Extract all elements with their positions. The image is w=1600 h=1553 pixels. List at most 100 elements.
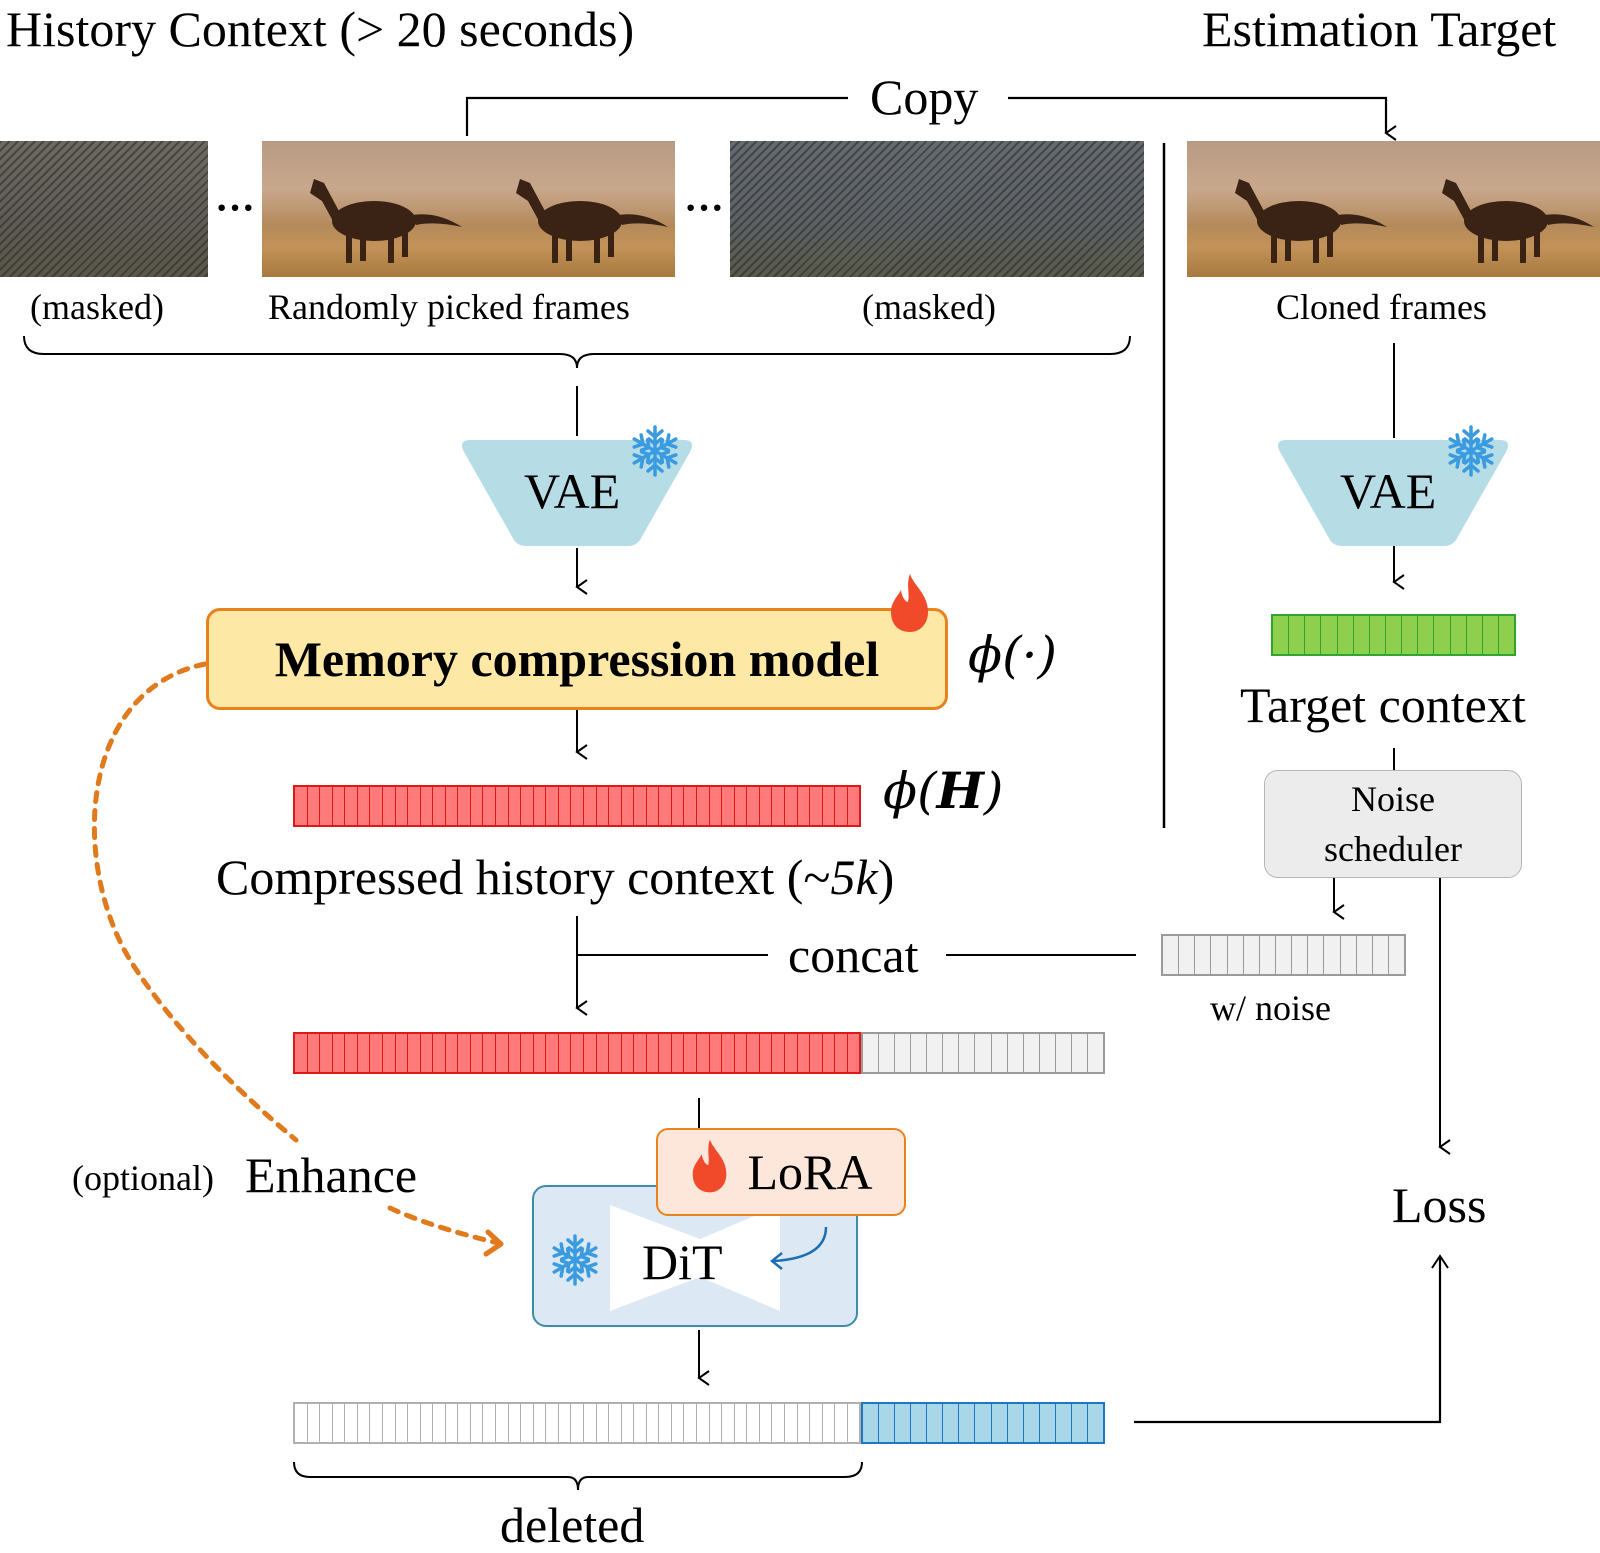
token-cell: [457, 787, 470, 825]
token-cell: [394, 1404, 408, 1442]
token-cell: [1070, 1034, 1087, 1072]
token-cell: [796, 1034, 810, 1072]
token-cell: [1417, 616, 1434, 654]
deleted-label: deleted: [500, 1497, 645, 1553]
token-cell: [1288, 616, 1305, 654]
token-cell: [878, 1404, 895, 1442]
flame-icon: [690, 1137, 730, 1207]
token-cell: [670, 1034, 684, 1072]
cloned-frame-1: [1187, 141, 1394, 277]
token-cell: [369, 1034, 382, 1072]
vae-trapezoid-shape: [1278, 440, 1508, 546]
token-cell: [1022, 1034, 1039, 1072]
token-cell: [746, 1404, 759, 1442]
token-cell: [974, 1404, 991, 1442]
token-cell: [319, 787, 332, 825]
dit-label: DiT: [642, 1234, 723, 1290]
token-cell: [319, 1034, 332, 1072]
token-cell: [1086, 1404, 1103, 1442]
token-cell: [356, 1404, 370, 1442]
noisy-target-token-bar: [1161, 934, 1406, 976]
ellipsis-left: ···: [215, 185, 256, 230]
token-cell: [1086, 1034, 1103, 1072]
token-cell: [809, 1034, 822, 1072]
cloned-frames-label: Cloned frames: [1276, 287, 1487, 327]
token-cell: [1323, 936, 1340, 974]
loss-label: Loss: [1392, 1177, 1487, 1233]
token-cell: [1307, 936, 1324, 974]
token-cell: [894, 1034, 911, 1072]
token-cell: [683, 1404, 696, 1442]
token-cell: [381, 1404, 395, 1442]
arrow-output-to-loss: [1134, 1256, 1442, 1424]
token-cell: [381, 787, 395, 825]
token-cell: [1401, 616, 1418, 654]
token-cell: [1274, 936, 1292, 974]
token-cell: [394, 1034, 408, 1072]
copy-label: Copy: [870, 69, 979, 125]
snowflake-icon: [1444, 424, 1498, 483]
token-cell: [595, 1404, 609, 1442]
token-cell: [608, 1034, 621, 1072]
token-cell: [878, 1034, 895, 1072]
token-cell: [432, 787, 445, 825]
token-cell: [974, 1034, 991, 1072]
horse-image-icon: [516, 179, 668, 263]
token-cell: [482, 1404, 495, 1442]
token-cell: [344, 787, 357, 825]
token-cell: [1163, 936, 1179, 974]
close-paren: ): [983, 762, 1004, 820]
token-cell: [457, 1034, 470, 1072]
token-cell: [432, 1034, 445, 1072]
flame-icon: [888, 572, 932, 639]
enhance-label: Enhance: [245, 1147, 418, 1203]
memory-compression-model-label: Memory compression model: [274, 631, 880, 687]
token-cell: [495, 787, 508, 825]
token-cell: [482, 787, 495, 825]
token-cell: [356, 787, 370, 825]
token-cell: [721, 1034, 734, 1072]
masked-left-label: (masked): [30, 287, 164, 327]
token-cell: [545, 1404, 558, 1442]
token-cell: [834, 1034, 847, 1072]
token-cell: [570, 1034, 583, 1072]
token-cell: [595, 1034, 609, 1072]
token-cell: [295, 1404, 307, 1442]
token-cell: [670, 1404, 684, 1442]
token-cell: [746, 787, 759, 825]
masked-frame-right: [730, 141, 1144, 277]
token-cell: [419, 1404, 433, 1442]
token-cell: [658, 1034, 671, 1072]
token-cell: [758, 1034, 772, 1072]
token-cell: [356, 1034, 370, 1072]
token-cell: [721, 787, 734, 825]
memory-compression-model-box: Memory compression model: [206, 608, 948, 710]
token-cell: [570, 787, 583, 825]
token-cell: [708, 787, 722, 825]
compressed-history-label-text: Compressed history context (~: [216, 849, 831, 905]
token-cell: [645, 1404, 659, 1442]
token-cell: [1258, 936, 1275, 974]
token-cell: [394, 787, 408, 825]
token-cell: [821, 1034, 835, 1072]
snowflake-icon: [548, 1233, 602, 1292]
token-cell: [942, 1404, 959, 1442]
lora-box: LoRA: [656, 1128, 906, 1216]
concat-label: concat: [788, 927, 919, 983]
token-cell: [295, 1034, 307, 1072]
token-cell: [557, 787, 571, 825]
token-cell: [457, 1404, 470, 1442]
token-cell: [1038, 1034, 1055, 1072]
token-cell: [645, 1034, 659, 1072]
token-cell: [407, 1404, 420, 1442]
token-cell: [846, 1034, 860, 1072]
token-cell: [633, 1034, 646, 1072]
token-cell: [507, 787, 521, 825]
token-cell: [733, 1034, 747, 1072]
deleted-brace: [293, 1461, 863, 1491]
token-cell: [570, 1404, 583, 1442]
token-cell: [910, 1034, 927, 1072]
token-cell: [733, 787, 747, 825]
token-cell: [306, 1034, 320, 1072]
